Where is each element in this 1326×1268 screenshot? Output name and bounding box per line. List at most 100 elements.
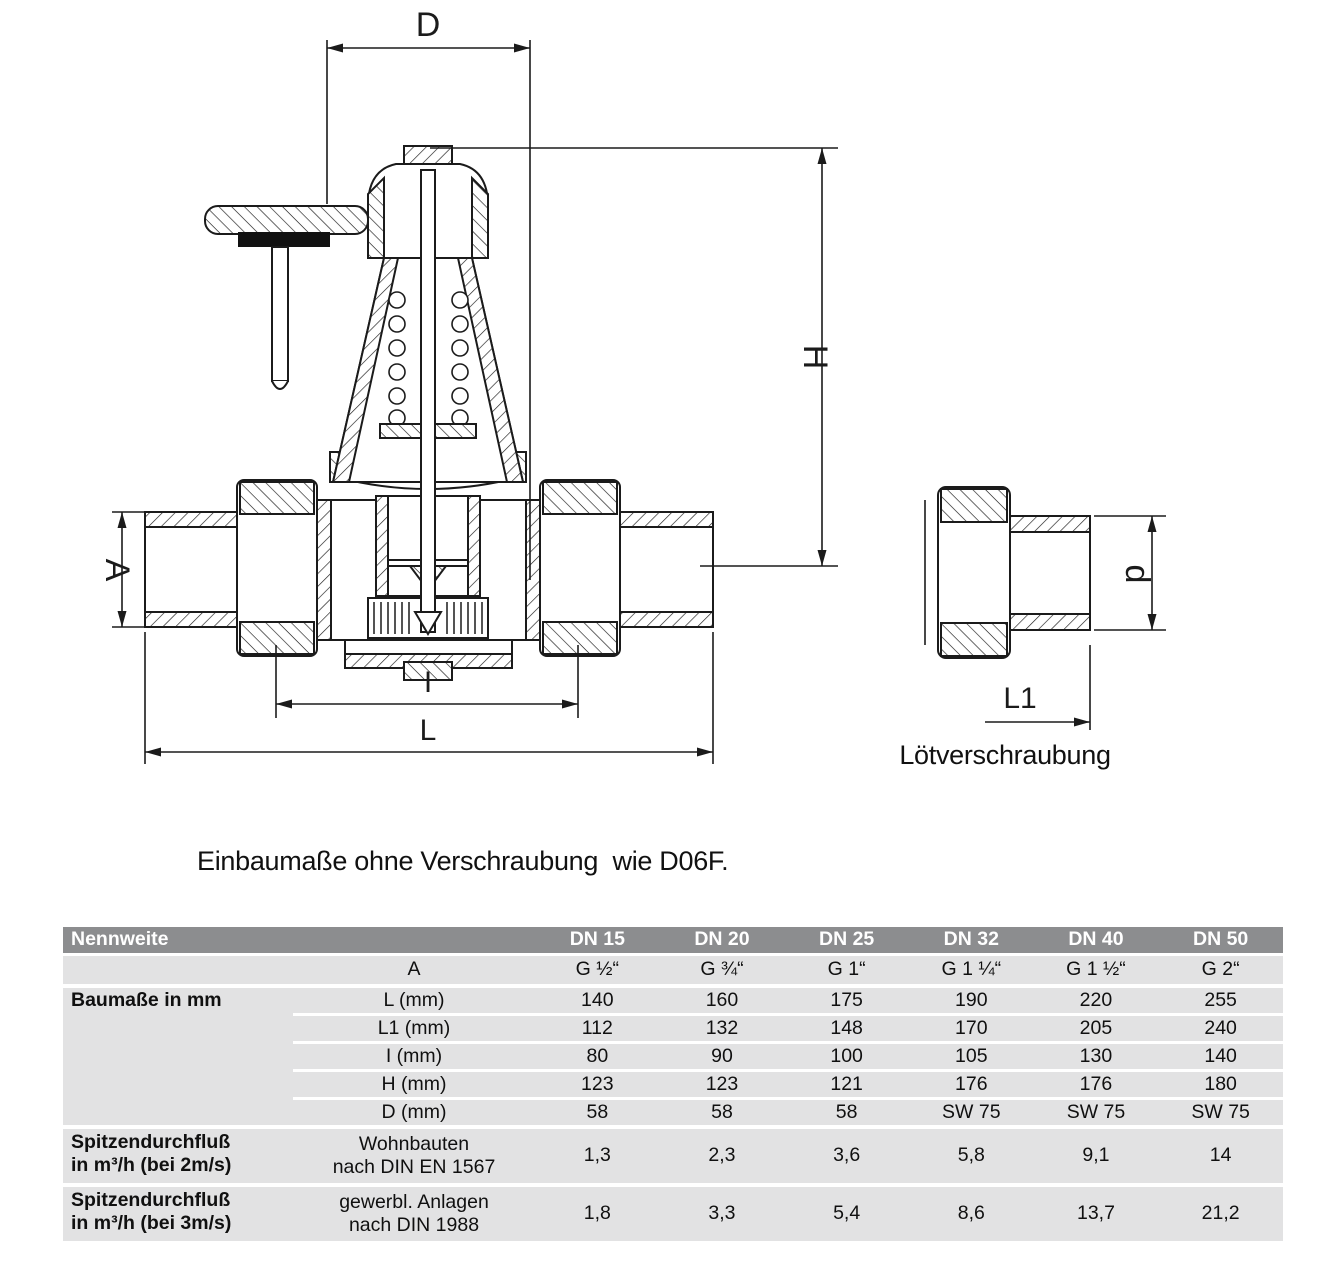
installation-note: Einbaumaße ohne Verschraubung wie D06F.: [197, 846, 729, 876]
cell: 80: [535, 1041, 660, 1069]
dimensions-table: Nennweite DN 15 DN 20 DN 25 DN 32 DN 40 …: [63, 927, 1283, 1241]
cell: SW 75: [1158, 1097, 1283, 1125]
fitting-caption: Lötverschraubung: [899, 740, 1111, 770]
flow3-group-line2: in m³/h (bei 3m/s): [71, 1212, 232, 1234]
row-I: I (mm) 80 90 100 105 130 140: [63, 1041, 1283, 1069]
cell: 105: [908, 1041, 1034, 1069]
cell: 255: [1158, 984, 1283, 1013]
cell: 58: [659, 1097, 785, 1125]
cell: 240: [1158, 1013, 1283, 1041]
cell: 121: [784, 1069, 909, 1097]
row-group-flow2: Spitzendurchfluß in m³/h (bei 2m/s): [63, 1125, 293, 1183]
row-D: D (mm) 58 58 58 SW 75 SW 75 SW 75: [63, 1097, 1283, 1125]
cell: 3,6: [784, 1125, 909, 1183]
cell: 140: [1158, 1041, 1283, 1069]
cell: 13,7: [1033, 1183, 1159, 1241]
row-H: H (mm) 123 123 121 176 176 180: [63, 1069, 1283, 1097]
cell: 2,3: [659, 1125, 785, 1183]
dim-label-H: H: [796, 345, 834, 370]
col-header-dn50: DN 50: [1158, 927, 1283, 953]
cell: G 1 ¼“: [908, 953, 1034, 984]
cell: 112: [535, 1013, 660, 1041]
row-label: L (mm): [293, 984, 535, 1013]
cell: 58: [784, 1097, 909, 1125]
cell: 123: [659, 1069, 785, 1097]
row-label: L1 (mm): [293, 1013, 535, 1041]
flow3-label-line2: nach DIN 1988: [348, 1214, 480, 1236]
col-header-dn25: DN 25: [784, 927, 909, 953]
cell: G ¾“: [659, 953, 785, 984]
cell: 176: [908, 1069, 1034, 1097]
cell: G 1“: [784, 953, 909, 984]
dim-label-D: D: [416, 6, 441, 44]
cell: 1,8: [535, 1183, 660, 1241]
row-label: H (mm): [293, 1069, 535, 1097]
cell: 140: [535, 984, 660, 1013]
cell: 180: [1158, 1069, 1283, 1097]
col-header-dn32: DN 32: [908, 927, 1034, 953]
cell: 132: [659, 1013, 785, 1041]
header-nennweite: Nennweite: [63, 927, 535, 953]
cell: 176: [1033, 1069, 1159, 1097]
cell: 190: [908, 984, 1034, 1013]
row-group-empty: [63, 953, 293, 984]
flow2-label-line1: Wohnbauten: [358, 1133, 470, 1155]
cell: 170: [908, 1013, 1034, 1041]
col-header-dn15: DN 15: [535, 927, 660, 953]
cell: 148: [784, 1013, 909, 1041]
row-group-flow3: Spitzendurchfluß in m³/h (bei 3m/s): [63, 1183, 293, 1241]
dim-label-I: I: [424, 666, 432, 699]
dimension-labels: D H A I L L1 d: [98, 6, 1156, 747]
dim-label-L: L: [420, 714, 437, 747]
cell: 205: [1033, 1013, 1159, 1041]
solder-union-fitting: [924, 486, 1091, 659]
table-header-row: Nennweite DN 15 DN 20 DN 25 DN 32 DN 40 …: [63, 927, 1283, 953]
row-label: A: [293, 953, 535, 984]
row-L: Baumaße in mm L (mm) 140 160 175 190 220…: [63, 984, 1283, 1125]
cell: 3,3: [659, 1183, 785, 1241]
valve-cross-section-drawing: D H A I L L1 d: [98, 6, 1166, 764]
cell: 1,3: [535, 1125, 660, 1183]
row-label: I (mm): [293, 1041, 535, 1069]
flow3-group-line1: Spitzendurchfluß: [71, 1189, 231, 1211]
row-flow-2ms: Spitzendurchfluß in m³/h (bei 2m/s) Wohn…: [63, 1125, 1283, 1183]
cell: 90: [659, 1041, 785, 1069]
cell: 9,1: [1033, 1125, 1159, 1183]
dim-label-A: A: [98, 559, 136, 582]
cell: 14: [1158, 1125, 1283, 1183]
left-union-nut: [236, 479, 318, 657]
cell: 8,6: [908, 1183, 1034, 1241]
cell: 21,2: [1158, 1183, 1283, 1241]
row-thread-size: A G ½“ G ¾“ G 1“ G 1 ¼“ G 1 ½“ G 2“: [63, 953, 1283, 984]
cell: G 1 ½“: [1033, 953, 1159, 984]
flow2-label-line2: nach DIN EN 1567: [332, 1156, 496, 1178]
row-label: Wohnbauten nach DIN EN 1567: [293, 1125, 535, 1183]
dim-label-L1: L1: [1003, 682, 1036, 715]
col-header-dn20: DN 20: [659, 927, 785, 953]
cell: G 2“: [1158, 953, 1283, 984]
cell: SW 75: [1033, 1097, 1159, 1125]
cell: SW 75: [908, 1097, 1034, 1125]
cell: 5,8: [908, 1125, 1034, 1183]
cell: G ½“: [535, 953, 660, 984]
row-L1: L1 (mm) 112 132 148 170 205 240: [63, 1013, 1283, 1041]
flow2-group-line1: Spitzendurchfluß: [71, 1131, 231, 1153]
row-label: D (mm): [293, 1097, 535, 1125]
dimension-lines: [112, 40, 1166, 764]
cell: 160: [659, 984, 785, 1013]
valve-stem: [413, 169, 443, 636]
cell: 130: [1033, 1041, 1159, 1069]
row-flow-3ms: Spitzendurchfluß in m³/h (bei 3m/s) gewe…: [63, 1183, 1283, 1241]
flow3-label-line1: gewerbl. Anlagen: [339, 1191, 489, 1213]
cell: 58: [535, 1097, 660, 1125]
row-group-baumasse: Baumaße in mm: [63, 984, 293, 1125]
col-header-dn40: DN 40: [1033, 927, 1159, 953]
setpoint-lock-pin: [204, 205, 369, 390]
right-union-nut: [539, 479, 621, 657]
cell: 220: [1033, 984, 1159, 1013]
cell: 175: [784, 984, 909, 1013]
cell: 5,4: [784, 1183, 909, 1241]
cell: 100: [784, 1041, 909, 1069]
cell: 123: [535, 1069, 660, 1097]
